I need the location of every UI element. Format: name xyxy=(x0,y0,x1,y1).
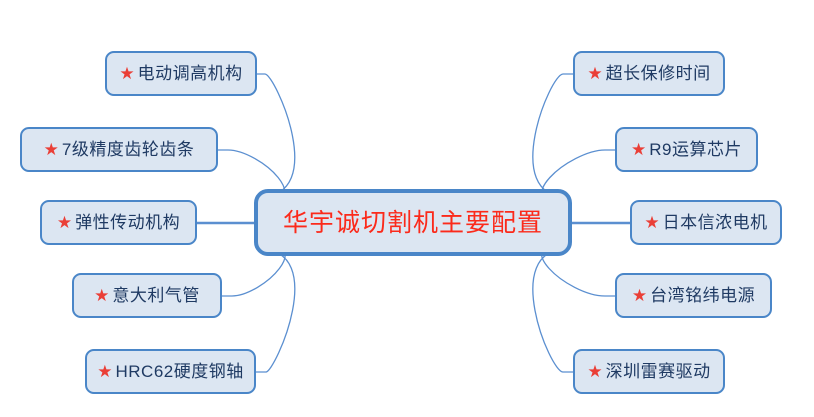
branch-label-right-2: R9运算芯片 xyxy=(649,140,742,159)
branch-label-left-2: 7级精度齿轮齿条 xyxy=(61,140,195,159)
branch-label-left-5: HRC62硬度钢轴 xyxy=(115,362,244,381)
star-icon: ★ xyxy=(119,64,135,83)
branch-node-right-2[interactable]: ★ R9运算芯片 xyxy=(615,127,758,172)
branch-node-left-5[interactable]: ★ HRC62硬度钢轴 xyxy=(85,349,256,394)
branch-node-right-4[interactable]: ★ 台湾铭纬电源 xyxy=(615,273,772,318)
branch-node-left-2[interactable]: ★ 7级精度齿轮齿条 xyxy=(20,127,218,172)
star-icon: ★ xyxy=(56,213,73,232)
star-icon: ★ xyxy=(97,362,113,381)
branch-node-left-3[interactable]: ★ 弹性传动机构 xyxy=(40,200,197,245)
connector-left-5 xyxy=(256,248,296,373)
branch-label-right-1: 超长保修时间 xyxy=(605,64,711,83)
star-icon: ★ xyxy=(43,140,59,159)
center-node-label: 华宇诚切割机主要配置 xyxy=(282,208,543,237)
star-icon: ★ xyxy=(587,362,603,381)
star-icon: ★ xyxy=(587,64,603,83)
branch-label-left-4: 意大利气管 xyxy=(112,286,200,305)
branch-node-right-1[interactable]: ★ 超长保修时间 xyxy=(573,51,725,96)
star-icon: ★ xyxy=(631,140,647,159)
branch-node-right-5[interactable]: ★ 深圳雷赛驱动 xyxy=(573,349,725,394)
star-icon: ★ xyxy=(94,286,110,305)
connector-right-5 xyxy=(532,248,573,373)
connector-left-1 xyxy=(256,73,296,198)
branch-label-left-3: 弹性传动机构 xyxy=(75,213,181,232)
connector-right-1 xyxy=(532,73,573,198)
branch-node-left-4[interactable]: ★ 意大利气管 xyxy=(72,273,222,318)
branch-node-left-1[interactable]: ★ 电动调高机构 xyxy=(105,51,257,96)
branch-label-right-4: 台湾铭纬电源 xyxy=(650,286,756,305)
star-icon: ★ xyxy=(644,213,660,232)
branch-label-left-1: 电动调高机构 xyxy=(137,64,243,83)
branch-label-right-5: 深圳雷赛驱动 xyxy=(605,362,711,381)
star-icon: ★ xyxy=(631,286,648,305)
branch-label-right-3: 日本信浓电机 xyxy=(662,213,768,232)
branch-node-right-3[interactable]: ★ 日本信浓电机 xyxy=(630,200,782,245)
center-node[interactable]: 华宇诚切割机主要配置 xyxy=(254,189,572,256)
